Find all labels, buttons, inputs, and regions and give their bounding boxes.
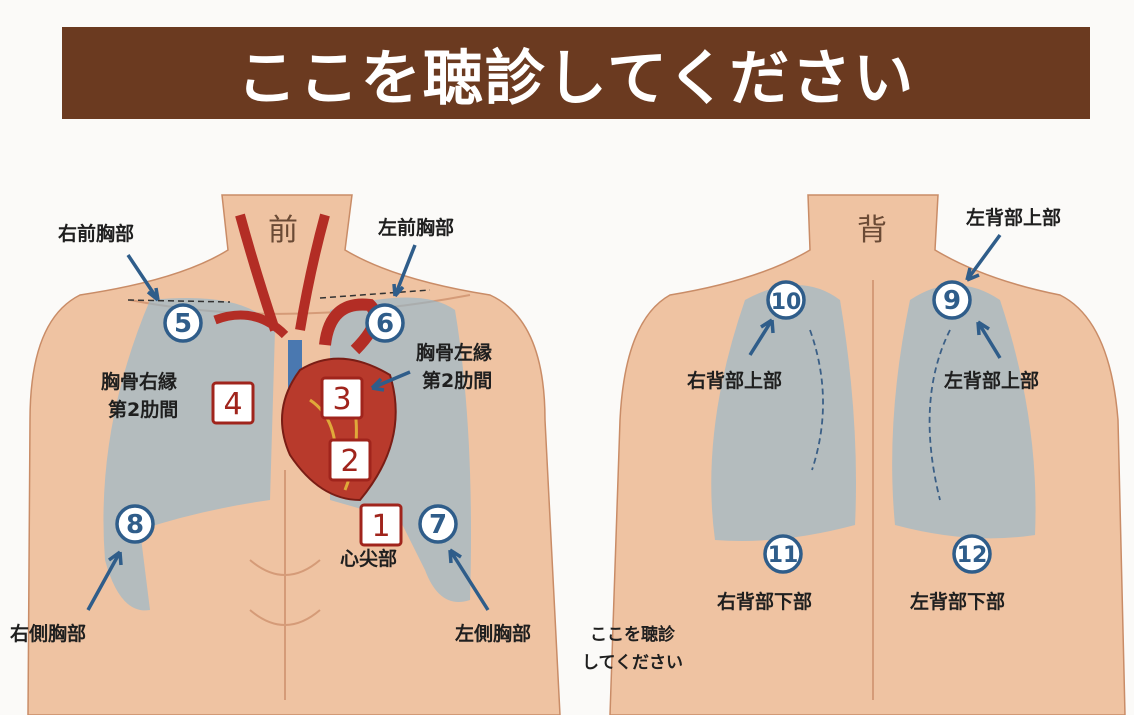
note-line-1: ここを聴診 (590, 624, 676, 645)
arrow-point-3 (370, 370, 411, 392)
svg-text:8: 8 (126, 510, 144, 540)
point-11: 11 (763, 534, 803, 574)
point-9: 9 (932, 280, 972, 320)
label-sternal-right-2: 第2肋間 (108, 398, 178, 421)
arrow-point-9 (965, 233, 1002, 282)
label-right-upper-back: 右背部上部 (686, 369, 782, 392)
label-apex: 心尖部 (340, 547, 397, 570)
svg-text:7: 7 (429, 510, 447, 540)
front-right-lung (103, 298, 275, 611)
label-left-lower-back: 左背部下部 (910, 590, 1005, 613)
svg-text:10: 10 (771, 290, 802, 315)
svg-text:11: 11 (768, 543, 799, 568)
point-10: 10 (766, 280, 806, 320)
point-1: 1 (359, 503, 403, 547)
svg-text:12: 12 (957, 543, 988, 568)
point-5: 5 (163, 303, 203, 343)
back-view-label: 背 (857, 213, 887, 248)
label-sternal-left-2: 第2肋間 (422, 369, 492, 392)
front-view-label: 前 (268, 213, 298, 248)
back-left-lung (892, 285, 1036, 539)
svg-text:2: 2 (340, 444, 359, 479)
svg-text:4: 4 (223, 387, 242, 422)
svg-text:5: 5 (174, 309, 192, 339)
point-2: 2 (328, 438, 372, 482)
label-right-lateral: 右側胸部 (9, 622, 86, 645)
title-banner: ここを聴診してください (62, 27, 1090, 119)
page-title: ここを聴診してください (236, 43, 916, 114)
label-right-anterior: 右前胸部 (57, 222, 134, 245)
arrow-point-10 (748, 318, 775, 356)
arrow-point-5 (126, 254, 160, 302)
label-left-upper-back: 左背部上部 (944, 369, 1039, 392)
back-torso: 背 (609, 194, 1126, 715)
point-8: 8 (115, 504, 155, 544)
arrow-point-7 (448, 548, 490, 611)
label-sternal-right-1: 胸骨右縁 (101, 370, 177, 393)
label-left-upper-back-top: 左背部上部 (966, 206, 1061, 229)
label-sternal-left-1: 胸骨左縁 (416, 341, 492, 364)
note-line-2: してください (582, 653, 683, 673)
arrow-point-8 (86, 550, 123, 611)
label-right-lower-back: 右背部下部 (716, 590, 812, 613)
svg-text:6: 6 (376, 309, 394, 339)
point-3: 3 (320, 376, 364, 420)
point-12: 12 (952, 534, 992, 574)
arrow-point-9-lower (976, 320, 1002, 359)
point-6: 6 (365, 303, 405, 343)
svg-text:1: 1 (371, 509, 390, 544)
svg-text:3: 3 (332, 382, 351, 417)
label-left-lateral: 左側胸部 (455, 622, 531, 645)
label-left-anterior: 左前胸部 (378, 216, 454, 239)
back-right-lung (711, 285, 856, 541)
arrow-point-6 (392, 244, 417, 298)
point-7: 7 (418, 504, 458, 544)
svg-text:9: 9 (943, 286, 961, 316)
point-4: 4 (211, 381, 255, 425)
